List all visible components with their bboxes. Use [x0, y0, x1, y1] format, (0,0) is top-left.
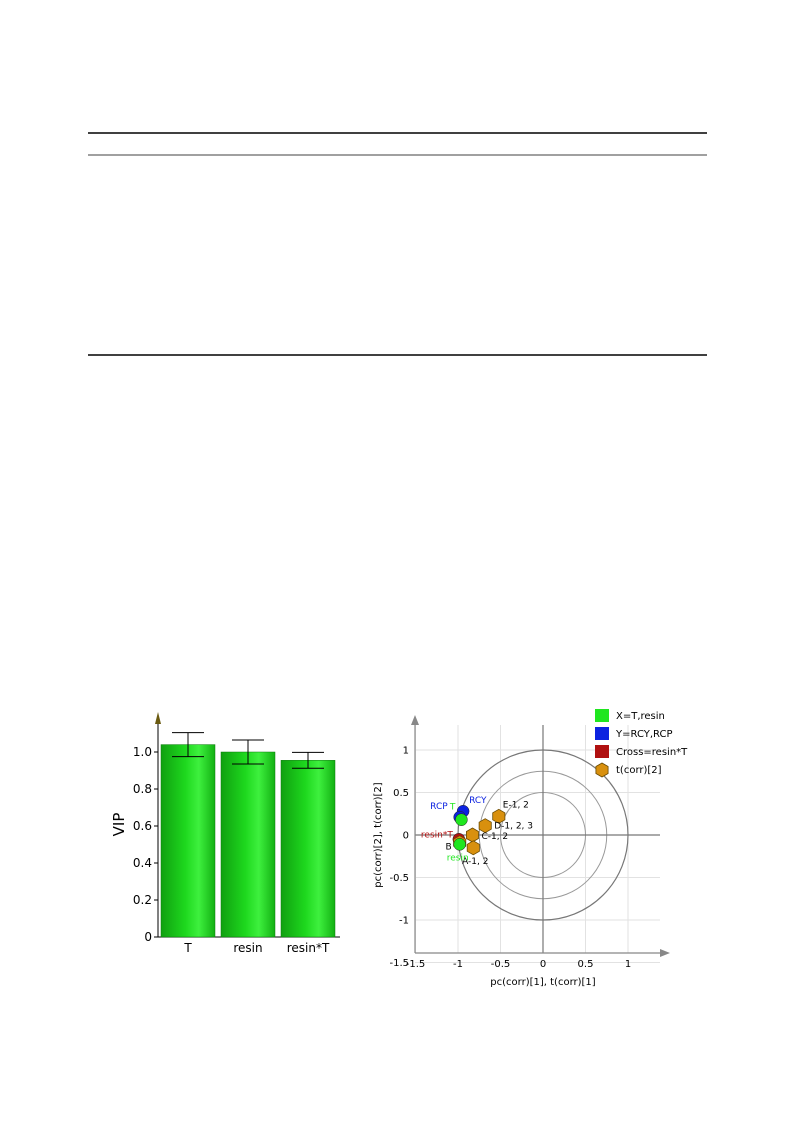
x-tick-label: T	[183, 941, 192, 955]
y-axis-arrow-icon	[155, 712, 161, 724]
y-axis-label: pc(corr)[2], t(corr)[2]	[373, 782, 384, 887]
y-axis-arrow-icon	[411, 715, 419, 725]
legend-swatch	[595, 709, 609, 722]
y-tick-label: 0.8	[133, 782, 152, 796]
x-axis-arrow-icon	[660, 949, 670, 957]
y-tick-label: 0	[144, 930, 152, 944]
x-tick-label: -1	[453, 959, 463, 970]
point-label: RCY	[469, 796, 487, 806]
x-tick-label: 1	[625, 959, 631, 970]
y-tick-label: 1.0	[133, 745, 152, 759]
x-tick-label: 0	[540, 959, 546, 970]
y-tick-label: -0.5	[389, 873, 409, 884]
loading-point	[453, 838, 466, 851]
bar	[280, 760, 336, 938]
legend-swatch	[595, 727, 609, 740]
y-tick-label: -1	[399, 916, 409, 927]
point-label: resin*T	[421, 830, 453, 840]
legend-label: X=T,resin	[616, 711, 665, 722]
point-label: A-1, 2	[462, 857, 488, 867]
x-axis-label: pc(corr)[1], t(corr)[1]	[490, 977, 595, 988]
loadings-biplot: -1.5 -1 -0.5 0 0.5 1 -1.5 -1 -0.5 0 0.5 1 pc(corr)[1…	[373, 709, 688, 988]
point-label: D-1, 2, 3	[494, 822, 533, 832]
bar	[220, 751, 276, 938]
point-label: E-1, 2	[503, 800, 529, 810]
point-label: resin	[447, 853, 469, 863]
legend-label: t(corr)[2]	[616, 765, 662, 776]
x-tick-label: resin*T	[287, 941, 330, 955]
table-frame	[88, 132, 707, 356]
bar	[160, 744, 216, 938]
point-label: T	[449, 803, 456, 813]
legend-swatch	[595, 745, 609, 758]
score-point	[466, 827, 479, 843]
x-tick-label: -0.5	[491, 959, 511, 970]
y-tick-label: 0.6	[133, 819, 152, 833]
legend-hexagon-icon	[595, 762, 609, 778]
y-tick-label: 0	[403, 831, 409, 842]
y-tick-label: 0.2	[133, 893, 152, 907]
y-tick-label: 0.5	[393, 788, 409, 799]
y-tick-label: 0.4	[133, 856, 152, 870]
point-label: B	[446, 843, 452, 853]
legend-label: Y=RCY,RCP	[615, 729, 673, 740]
point-label: RCP	[430, 802, 448, 812]
score-point	[466, 840, 480, 856]
x-tick-label: 0.5	[578, 959, 594, 970]
y-axis-label: VIP	[110, 813, 128, 837]
point-label: C-1, 2	[481, 832, 508, 842]
loading-point	[455, 813, 468, 826]
legend-label: Cross=resin*T	[616, 747, 688, 758]
y-tick-label: -1.5	[389, 958, 409, 969]
x-tick-label: resin	[233, 941, 262, 955]
x-tick-label: -1.5	[406, 959, 426, 970]
score-point	[478, 818, 492, 834]
y-tick-label: 1	[403, 746, 409, 757]
score-point	[492, 808, 506, 824]
